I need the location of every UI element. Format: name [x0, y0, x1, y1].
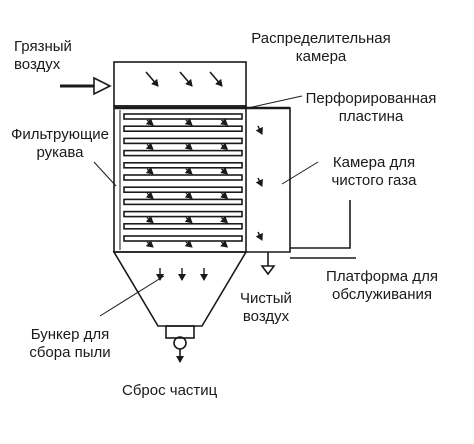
sleeve-flow-arrow [220, 142, 229, 151]
dirty-air-inlet-arrow [60, 76, 112, 96]
sleeve-flow-arrow [145, 166, 154, 175]
sleeve-flow-arrow [220, 215, 229, 224]
sleeve-flow-arrow [220, 240, 229, 248]
sleeve-flow-arrow [220, 166, 229, 175]
clean-air-arrow [260, 265, 276, 276]
leader-lines [93, 95, 319, 317]
clean-gas-chamber [246, 107, 291, 253]
particle-discharge-label: Сброс частиц [122, 382, 218, 399]
sleeve-flow-arrow [145, 118, 154, 126]
filter-sleeve [123, 149, 243, 157]
hopper-flow-arrows [156, 268, 208, 281]
sleeve-flow-arrow [145, 240, 154, 248]
filter-sleeve [123, 198, 243, 206]
service-platform [290, 200, 351, 249]
filter-sleeve [123, 113, 243, 120]
sleeve-flow-arrow [184, 118, 193, 126]
filter-sleeve [123, 162, 243, 169]
sleeve-flow-arrow [220, 118, 229, 126]
filter-sleeve [123, 174, 243, 181]
filter-sleeves [123, 113, 243, 248]
filter-sleeve [123, 186, 243, 193]
sleeve-flow-arrow [184, 191, 193, 199]
filter-sleeve [123, 137, 243, 145]
sleeve-flow-arrow [145, 191, 154, 199]
filter-sleeve [123, 210, 243, 218]
distribution-chamber [113, 61, 247, 107]
dust-hopper [112, 251, 248, 327]
sleeve-flow-arrow [184, 166, 193, 175]
sleeve-flow-arrow [145, 215, 154, 224]
sleeve-flow-arrow [184, 240, 193, 248]
hopper-outlet [165, 325, 195, 339]
sleeve-flow-arrow [184, 142, 193, 151]
filter-sleeve [123, 235, 243, 242]
sleeve-flow-arrow [184, 215, 193, 224]
sleeve-flow-arrow [220, 191, 229, 199]
filter-sleeve [123, 125, 243, 132]
sleeve-flow-arrow [145, 142, 154, 151]
filter-sleeve [123, 223, 243, 230]
